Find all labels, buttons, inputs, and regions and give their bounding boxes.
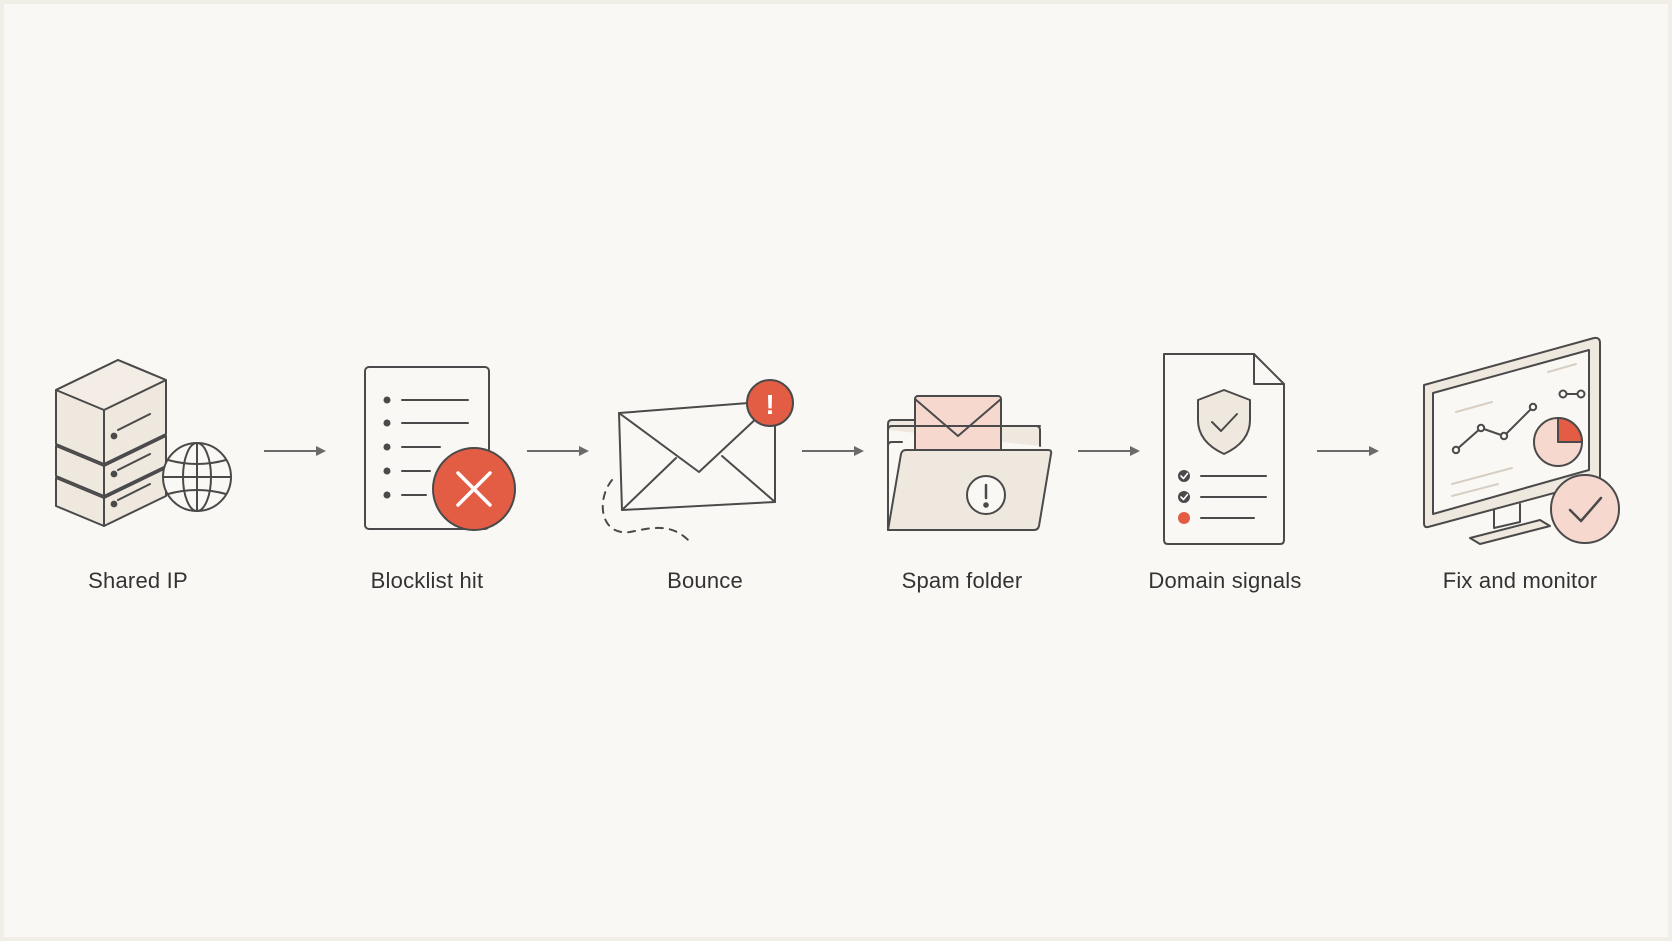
toggle-icon xyxy=(1558,389,1586,399)
step-label-bounce: Bounce xyxy=(667,568,743,593)
list-lines xyxy=(383,396,469,499)
pie-chart-icon xyxy=(1533,417,1583,467)
bounced-envelope-icon: ! xyxy=(601,379,794,543)
blocklist-x-icon xyxy=(364,366,516,531)
check-badge-icon xyxy=(1550,474,1620,544)
step-label-blocklist-hit: Blocklist hit xyxy=(370,568,484,593)
globe-icon xyxy=(162,442,232,512)
shield-document-icon xyxy=(1163,353,1285,545)
bounce-trail xyxy=(601,479,691,543)
spam-folder-icon xyxy=(887,395,1053,531)
alert-mark: ! xyxy=(765,389,774,420)
step-label-shared-ip: Shared IP xyxy=(88,568,188,593)
monitor-stand xyxy=(1469,503,1551,545)
line-chart-icon xyxy=(1451,402,1538,455)
monitor-check-icon xyxy=(1423,336,1620,545)
server-globe-icon xyxy=(55,359,232,527)
step-label-fix-and-monitor: Fix and monitor xyxy=(1442,568,1598,593)
folder-alert-icon xyxy=(966,475,1006,515)
alert-badge-icon: ! xyxy=(746,379,794,427)
step-label-spam-folder: Spam folder xyxy=(901,568,1023,593)
server-unit-top xyxy=(55,359,167,465)
step-label-domain-signals: Domain signals xyxy=(1148,568,1302,593)
screen-detail-lines xyxy=(1451,363,1577,497)
x-badge-icon xyxy=(432,447,516,531)
shield-icon xyxy=(1197,389,1251,455)
checklist xyxy=(1178,470,1267,524)
